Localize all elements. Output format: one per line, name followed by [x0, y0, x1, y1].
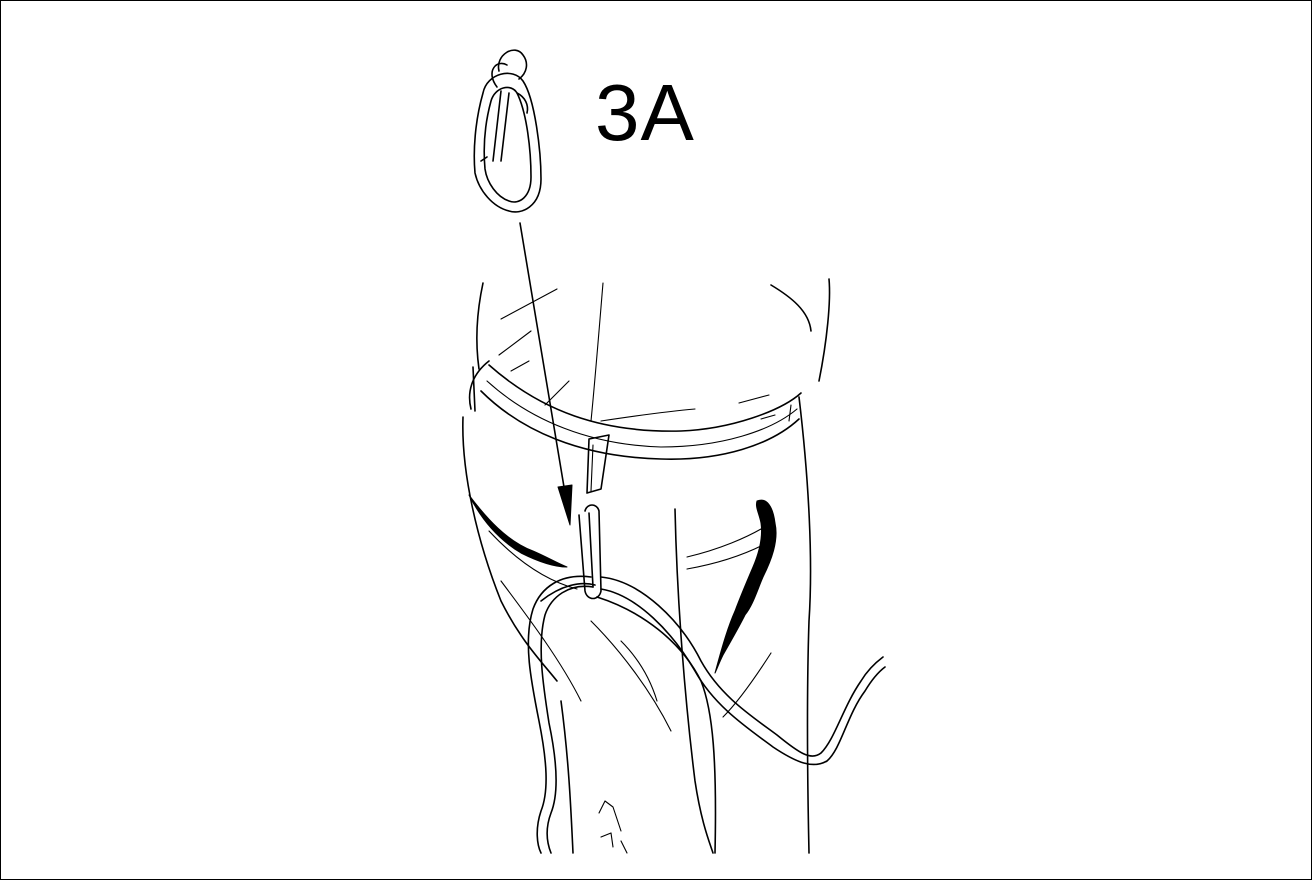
torso-outline — [477, 279, 830, 421]
pocket-shadow-right — [715, 500, 776, 673]
direction-arrow — [520, 223, 572, 525]
cord — [528, 576, 885, 853]
belt-loop — [587, 435, 609, 493]
step-label: 3A — [595, 73, 695, 153]
pants-outline — [463, 397, 811, 853]
pocket-shadow-left — [469, 495, 567, 567]
waistband — [470, 361, 801, 459]
pouch-outline — [541, 584, 715, 853]
carabiner-icon — [474, 50, 541, 212]
